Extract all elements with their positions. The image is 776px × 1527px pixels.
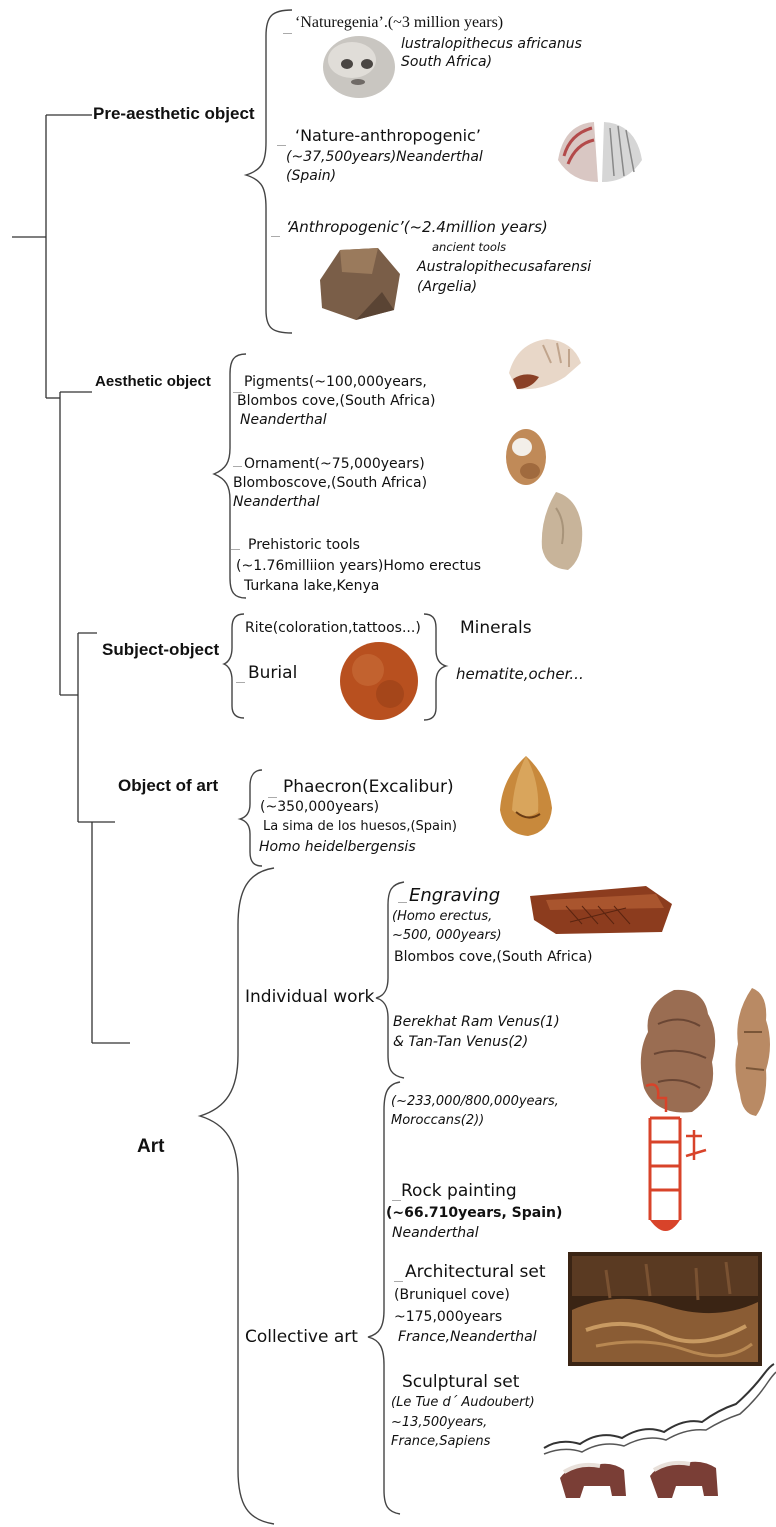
ochre-powder-photo: [338, 640, 420, 722]
phaecron-title: Phaecron(Excalibur): [283, 778, 454, 798]
tool-flake-photo: [538, 488, 588, 574]
ornament-bead-photo: [502, 423, 550, 489]
bullet-dash: [271, 236, 280, 237]
engraving-title: Engraving: [409, 886, 500, 907]
architectural-set-location: (Bruniquel cove): [394, 1287, 510, 1303]
cave-map-and-bison-photo: [540, 1360, 776, 1520]
pigments-location: Blombos cove,(South Africa): [237, 393, 436, 409]
bullet-dash: [283, 33, 292, 34]
sculptural-set-title: Sculptural set: [402, 1373, 519, 1393]
architectural-set-title: Architectural set: [405, 1263, 546, 1283]
anthropogenic-ancient-tools: ancient tools: [432, 241, 506, 254]
bullet-dash: [394, 1281, 403, 1282]
brace-subject-left: [224, 614, 244, 718]
bullet-dash: [398, 902, 407, 903]
bullet-dash: [277, 145, 286, 146]
architectural-set-date: ~175,000years: [394, 1309, 502, 1325]
rock-painting-title: Rock painting: [401, 1182, 517, 1202]
engraving-date: ~500, 000years): [392, 929, 502, 944]
pigments-title: Pigments(~100,000years,: [244, 374, 427, 390]
bullet-dash: [233, 466, 242, 467]
naturegenia-location: South Africa): [401, 54, 492, 70]
rock-painting-date: (~66.710years, Spain): [386, 1205, 562, 1221]
engraved-stone-photo: [526, 880, 676, 938]
minerals-label: Minerals: [460, 619, 532, 639]
minerals-examples: hematite,ocher...: [456, 666, 584, 683]
category-object-of-art: Object of art: [118, 776, 218, 796]
anthropogenic-species: Australopithecusafarensi: [417, 259, 591, 275]
sculptural-set-location: (Le Tue d´ Audoubert): [391, 1396, 535, 1411]
phaecron-species: Homo heidelbergensis: [259, 839, 416, 855]
ornament-title: Ornament(~75,000years): [244, 456, 425, 472]
anthropogenic-title: ‘Anthropogenic’(~2.4million years): [286, 219, 548, 236]
tools-date: (~1.76milliion years)Homo erectus: [236, 558, 481, 574]
individual-work-label: Individual work: [245, 988, 374, 1008]
skull-stone-photo: [318, 30, 400, 102]
engraving-location: Blombos cove,(South Africa): [394, 949, 593, 965]
nature-anthropogenic-date: (~37,500years)Neanderthal: [286, 149, 483, 165]
sculptural-set-species: France,Sapiens: [391, 1435, 490, 1450]
bullet-dash: [236, 682, 245, 683]
stone-tool-photo: [312, 244, 406, 324]
category-pre-aesthetic: Pre-aesthetic object: [93, 104, 255, 124]
ornament-location: Blomboscove,(South Africa): [233, 475, 427, 491]
bullet-dash: [231, 549, 240, 550]
excalibur-handaxe-photo: [494, 752, 558, 838]
nature-anthropogenic-title: ‘Nature-anthropogenic’: [295, 127, 481, 145]
burial-label: Burial: [248, 664, 297, 684]
phaecron-location: La sima de los huesos,(Spain): [263, 820, 457, 835]
category-art: Art: [137, 1136, 164, 1158]
category-subject-object: Subject-object: [102, 640, 219, 660]
category-aesthetic: Aesthetic object: [95, 373, 211, 390]
naturegenia-species: lustralopithecus africanus: [401, 36, 582, 52]
phaecron-date: (~350,000years): [260, 799, 379, 815]
collective-art-label: Collective art: [245, 1328, 358, 1348]
engraving-species: (Homo erectus,: [392, 910, 492, 925]
architectural-set-species: France,Neanderthal: [398, 1329, 537, 1345]
venus-dates: (~233,000/800,000years,: [391, 1095, 559, 1110]
sculptural-set-date: ~13,500years,: [391, 1416, 487, 1431]
pigments-species: Neanderthal: [240, 412, 327, 428]
anthropogenic-location: (Argelia): [417, 279, 477, 295]
shell-photo: [554, 116, 646, 188]
pigment-shell-photo: [503, 333, 585, 397]
bruniquel-cave-photo: [566, 1250, 764, 1368]
venus-title-line1: Berekhat Ram Venus(1): [393, 1014, 560, 1030]
bullet-dash: [392, 1200, 401, 1201]
rock-painting-photo: [636, 1080, 716, 1246]
ornament-species: Neanderthal: [233, 494, 320, 510]
venus-origin: Moroccans(2)): [391, 1114, 484, 1129]
tools-title: Prehistoric tools: [248, 537, 360, 553]
bullet-dash: [268, 797, 277, 798]
venus-title-line2: & Tan-Tan Venus(2): [393, 1034, 528, 1050]
rite-label: Rite(coloration,tattoos...): [245, 620, 421, 636]
rock-painting-species: Neanderthal: [392, 1225, 479, 1241]
brace-art: [200, 868, 274, 1524]
nature-anthropogenic-location: (Spain): [286, 168, 336, 184]
tools-location: Turkana lake,Kenya: [244, 578, 379, 594]
brace-subject-right: [424, 614, 446, 720]
